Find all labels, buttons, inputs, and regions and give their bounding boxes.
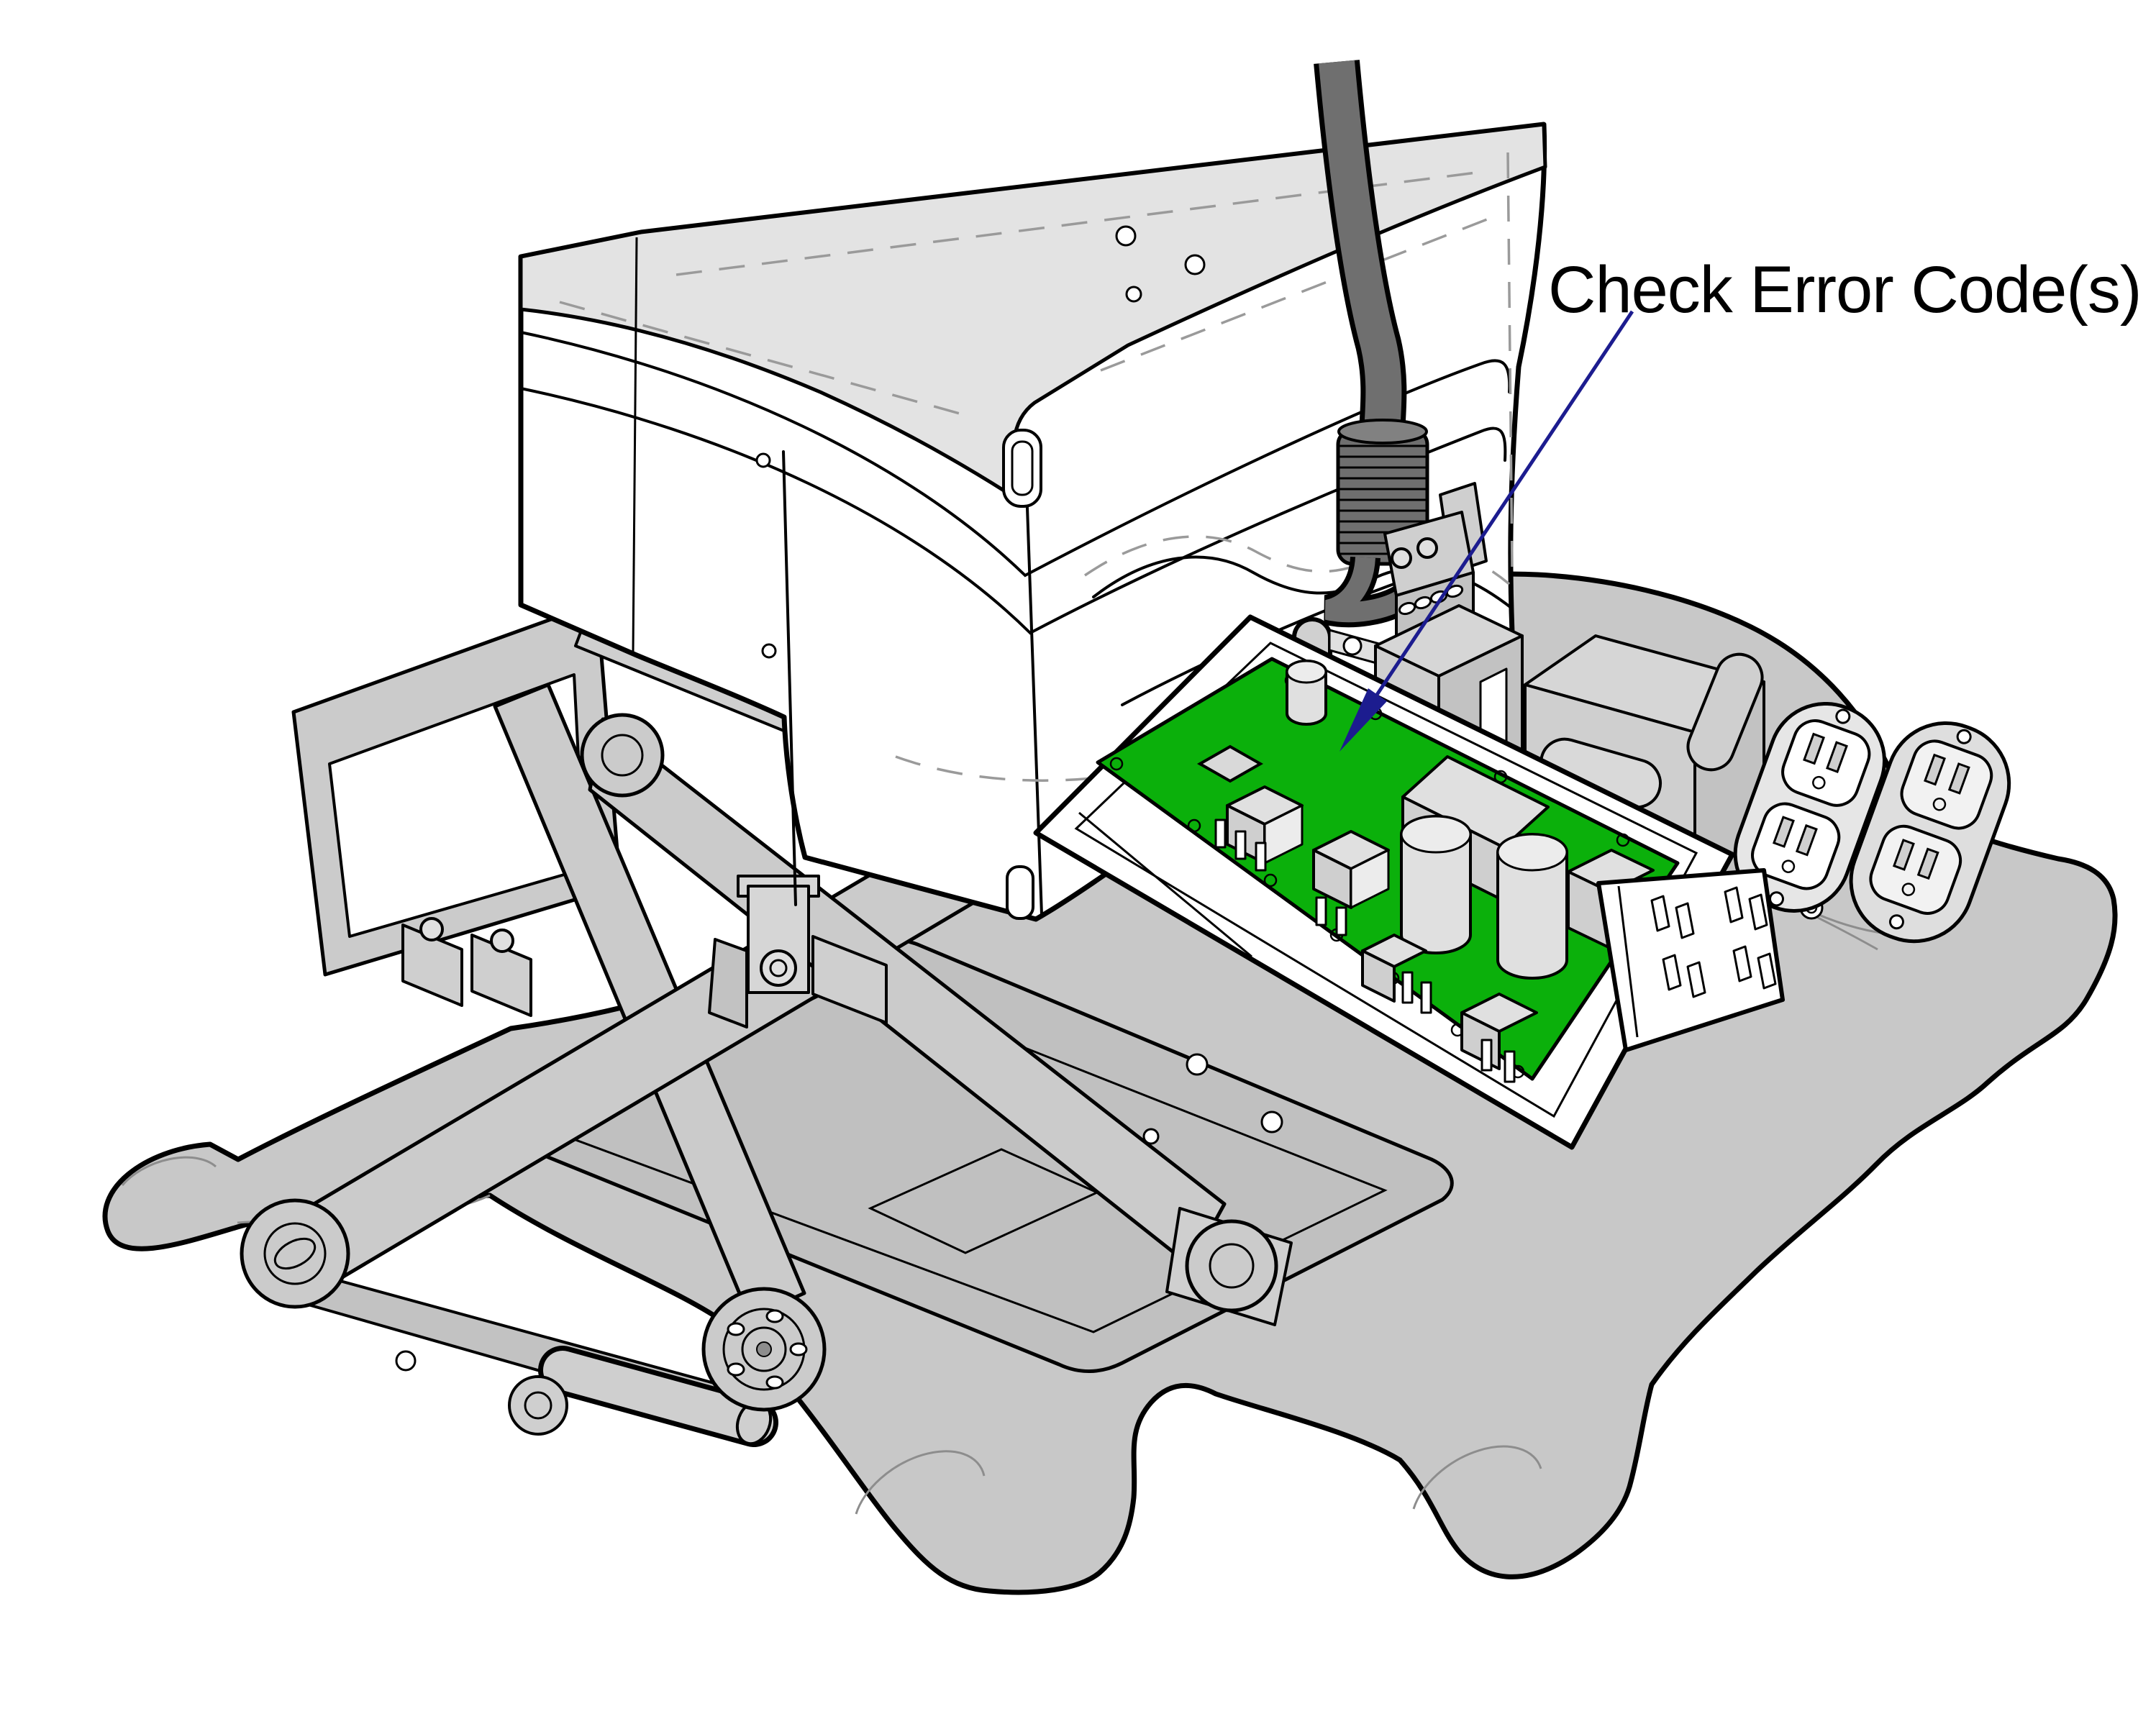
pivot-disc: [508, 1375, 568, 1436]
control-board-assembly: [1033, 614, 1785, 1150]
arrowhead-icon: [1339, 688, 1387, 752]
callout-label: Check Error Code(s): [1548, 253, 2142, 327]
outlet-socket: [1900, 739, 1993, 830]
pivot-disc: [240, 1198, 350, 1309]
pivot-disc: [1185, 1219, 1278, 1313]
shell-lower-tab: [1006, 865, 1034, 920]
coiled-cable: [1314, 60, 1488, 640]
ic-chip: [1196, 744, 1264, 783]
callout: Check Error Code(s): [1339, 253, 2142, 752]
standoff: [470, 934, 532, 1017]
base-screw: [395, 1350, 417, 1372]
cable-run: [1319, 60, 1402, 433]
standoff: [401, 923, 463, 1007]
cable-hook: [1324, 556, 1409, 623]
outlet-socket: [1781, 719, 1871, 807]
outlet-plate-front: [1733, 701, 1886, 913]
lift-roller-cylinder: [543, 1351, 773, 1442]
power-outlets: [1733, 701, 2011, 944]
actuator-bolt: [760, 949, 797, 987]
mount-bracket: [708, 938, 748, 1029]
leader-line: [1349, 310, 1634, 735]
lift-rear-arm: [493, 683, 806, 1320]
mount-block: [811, 935, 888, 1024]
outlet-plate-rear: [1849, 721, 2011, 944]
transformer-slot: [1686, 652, 1764, 772]
outlet-socket: [1869, 824, 1962, 915]
outlet-socket: [1751, 802, 1841, 890]
lift-arm-cap: [580, 713, 665, 798]
